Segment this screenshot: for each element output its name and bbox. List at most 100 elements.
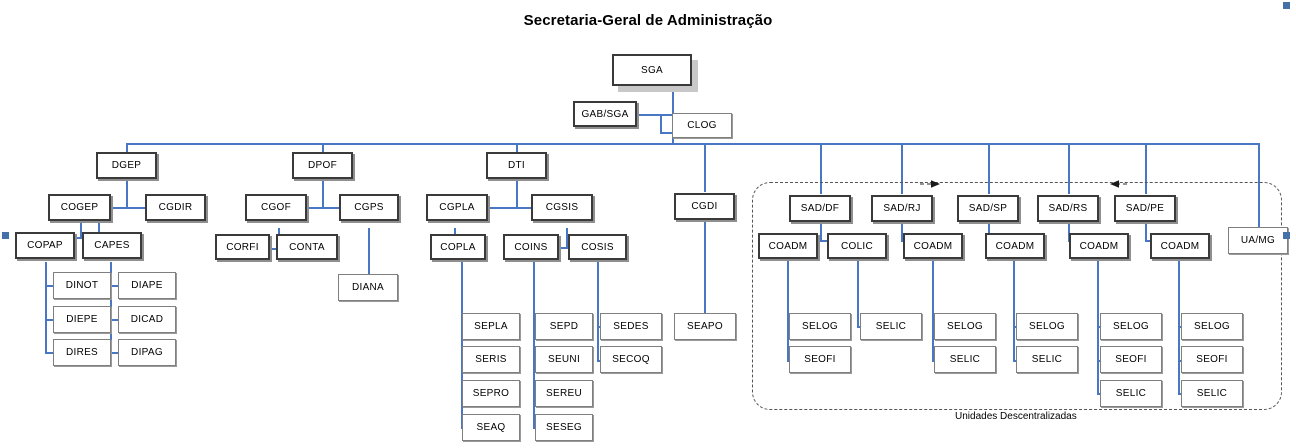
org-node-dti[interactable]: DTI bbox=[486, 152, 547, 179]
connector-saddf-colic-rail bbox=[857, 260, 859, 326]
org-node-seris[interactable]: SERIS bbox=[462, 346, 520, 373]
org-node-seapo[interactable]: SEAPO bbox=[674, 313, 736, 340]
org-node-label: SEDES bbox=[613, 321, 649, 332]
org-node-sad-sp-selic[interactable]: SELIC bbox=[1016, 346, 1078, 373]
org-node-label: SEPD bbox=[549, 321, 579, 332]
org-node-sad-rs-selog[interactable]: SELOG bbox=[1100, 313, 1162, 340]
org-node-conta[interactable]: CONTA bbox=[276, 234, 338, 260]
org-node-label: COADM bbox=[995, 240, 1035, 252]
org-node-copap[interactable]: COPAP bbox=[15, 232, 75, 259]
org-node-capes[interactable]: CAPES bbox=[82, 232, 142, 259]
org-node-label: SEAPO bbox=[687, 321, 723, 332]
org-node-sad-pe-coadm[interactable]: COADM bbox=[1150, 233, 1210, 259]
org-node-cgdir[interactable]: CGDIR bbox=[145, 194, 206, 221]
org-node-sad-pe-seofi[interactable]: SEOFI bbox=[1181, 346, 1243, 373]
org-node-sepd[interactable]: SEPD bbox=[535, 313, 593, 340]
org-node-sad-df-coadm[interactable]: COADM bbox=[758, 233, 818, 259]
org-node-label: CGSIS bbox=[545, 202, 579, 213]
selection-marker-right[interactable] bbox=[1283, 232, 1290, 239]
org-node-sad-rs-seofi[interactable]: SEOFI bbox=[1100, 346, 1162, 373]
connector-drop-saddf bbox=[820, 143, 822, 194]
org-node-sad-df-seofi[interactable]: SEOFI bbox=[789, 346, 851, 373]
org-node-sad-rs-selic[interactable]: SELIC bbox=[1100, 380, 1162, 407]
org-node-diepe[interactable]: DIEPE bbox=[53, 306, 111, 333]
page-title: Secretaria-Geral de Administração bbox=[523, 12, 773, 29]
group-arrow-left-icon bbox=[1110, 180, 1130, 188]
org-node-sepla[interactable]: SEPLA bbox=[462, 313, 520, 340]
org-node-cgsis[interactable]: CGSIS bbox=[531, 194, 593, 221]
org-node-dicad[interactable]: DICAD bbox=[118, 306, 176, 333]
org-node-label: DINOT bbox=[65, 280, 99, 291]
org-node-sad-df-colic[interactable]: COLIC bbox=[827, 233, 887, 259]
org-node-sad-rj-coadm[interactable]: COADM bbox=[903, 233, 963, 259]
org-node-cogep[interactable]: COGEP bbox=[48, 194, 111, 221]
org-node-seaq[interactable]: SEAQ bbox=[462, 414, 520, 441]
org-node-sepro[interactable]: SEPRO bbox=[462, 380, 520, 407]
org-node-cgps[interactable]: CGPS bbox=[339, 194, 399, 221]
org-node-label: COPLA bbox=[440, 241, 476, 253]
org-node-sad-sp-coadm[interactable]: COADM bbox=[985, 233, 1045, 259]
org-node-sad-pe-selic[interactable]: SELIC bbox=[1181, 380, 1243, 407]
org-node-sga[interactable]: SGA bbox=[612, 54, 692, 86]
org-node-clog[interactable]: CLOG bbox=[672, 113, 732, 138]
org-node-gab-sga[interactable]: GAB/SGA bbox=[573, 101, 637, 127]
org-node-sad-rs-coadm[interactable]: COADM bbox=[1069, 233, 1129, 259]
org-node-sad-sp-selog[interactable]: SELOG bbox=[1016, 313, 1078, 340]
org-node-sad-rs[interactable]: SAD/RS bbox=[1037, 195, 1099, 222]
connector-copap-rail bbox=[45, 262, 47, 352]
org-node-sad-rj-selog[interactable]: SELOG bbox=[934, 313, 996, 340]
connector-drop-dgep bbox=[126, 143, 128, 153]
org-node-sad-sp[interactable]: SAD/SP bbox=[957, 195, 1019, 222]
org-node-dipag[interactable]: DIPAG bbox=[118, 339, 176, 366]
org-node-dgep[interactable]: DGEP bbox=[96, 152, 157, 179]
connector-saddf-stem bbox=[820, 222, 822, 240]
org-node-sad-df[interactable]: SAD/DF bbox=[789, 195, 851, 222]
org-node-label: SAD/SP bbox=[968, 203, 1008, 214]
org-node-dinot[interactable]: DINOT bbox=[53, 272, 111, 299]
org-node-label: COADM bbox=[1160, 240, 1200, 252]
org-node-label: SELIC bbox=[1196, 388, 1228, 399]
org-node-corfi[interactable]: CORFI bbox=[215, 234, 270, 260]
org-node-label: SELIC bbox=[1115, 388, 1147, 399]
connector-drop-sadrs bbox=[1068, 143, 1070, 194]
org-node-dires[interactable]: DIRES bbox=[53, 339, 111, 366]
org-node-ua-mg[interactable]: UA/MG bbox=[1228, 227, 1288, 254]
org-node-cosis[interactable]: COSIS bbox=[568, 234, 627, 260]
connector-sadsp-coadm-rail bbox=[1013, 260, 1015, 360]
org-node-sad-rj[interactable]: SAD/RJ bbox=[871, 195, 933, 222]
org-node-sad-df-selic[interactable]: SELIC bbox=[860, 313, 922, 340]
org-node-sad-rj-selic[interactable]: SELIC bbox=[934, 346, 996, 373]
connector-dgep-cogep bbox=[110, 207, 128, 209]
connector-cogep-children bbox=[62, 237, 98, 239]
org-node-dpof[interactable]: DPOF bbox=[292, 152, 353, 179]
decentralized-units-group bbox=[752, 182, 1282, 410]
org-node-coins[interactable]: COINS bbox=[503, 234, 559, 260]
org-node-diape[interactable]: DIAPE bbox=[118, 272, 176, 299]
org-node-sad-pe-selog[interactable]: SELOG bbox=[1181, 313, 1243, 340]
org-node-cgdi[interactable]: CGDI bbox=[674, 193, 735, 220]
org-node-label: CGDIR bbox=[158, 202, 193, 213]
org-node-cgpla[interactable]: CGPLA bbox=[426, 194, 488, 221]
org-node-label: SELIC bbox=[1031, 354, 1063, 365]
org-node-diana[interactable]: DIANA bbox=[338, 274, 398, 301]
connector-clog bbox=[660, 132, 674, 134]
org-node-sedes[interactable]: SEDES bbox=[600, 313, 662, 340]
org-node-seuni[interactable]: SEUNI bbox=[535, 346, 593, 373]
connector-gabsga bbox=[637, 114, 673, 116]
org-node-sad-df-selog[interactable]: SELOG bbox=[789, 313, 851, 340]
selection-marker-left[interactable] bbox=[2, 232, 9, 239]
org-node-label: SEPRO bbox=[472, 388, 510, 399]
org-node-label: DIRES bbox=[65, 347, 99, 358]
org-node-sereu[interactable]: SEREU bbox=[535, 380, 593, 407]
connector-drop-dpof bbox=[322, 143, 324, 153]
selection-marker-top-right[interactable] bbox=[1283, 2, 1290, 9]
connector-copap-leaf-2 bbox=[45, 319, 53, 321]
org-node-secoq[interactable]: SECOQ bbox=[600, 346, 662, 373]
connector-drop-sadpe bbox=[1145, 143, 1147, 194]
org-node-label: SEAQ bbox=[476, 422, 506, 433]
org-node-label: DIAPE bbox=[131, 280, 163, 291]
org-node-sad-pe[interactable]: SAD/PE bbox=[1114, 195, 1176, 222]
org-node-cgof[interactable]: CGOF bbox=[245, 194, 307, 221]
org-node-seseg[interactable]: SESEG bbox=[535, 414, 593, 441]
org-node-copla[interactable]: COPLA bbox=[430, 234, 486, 260]
